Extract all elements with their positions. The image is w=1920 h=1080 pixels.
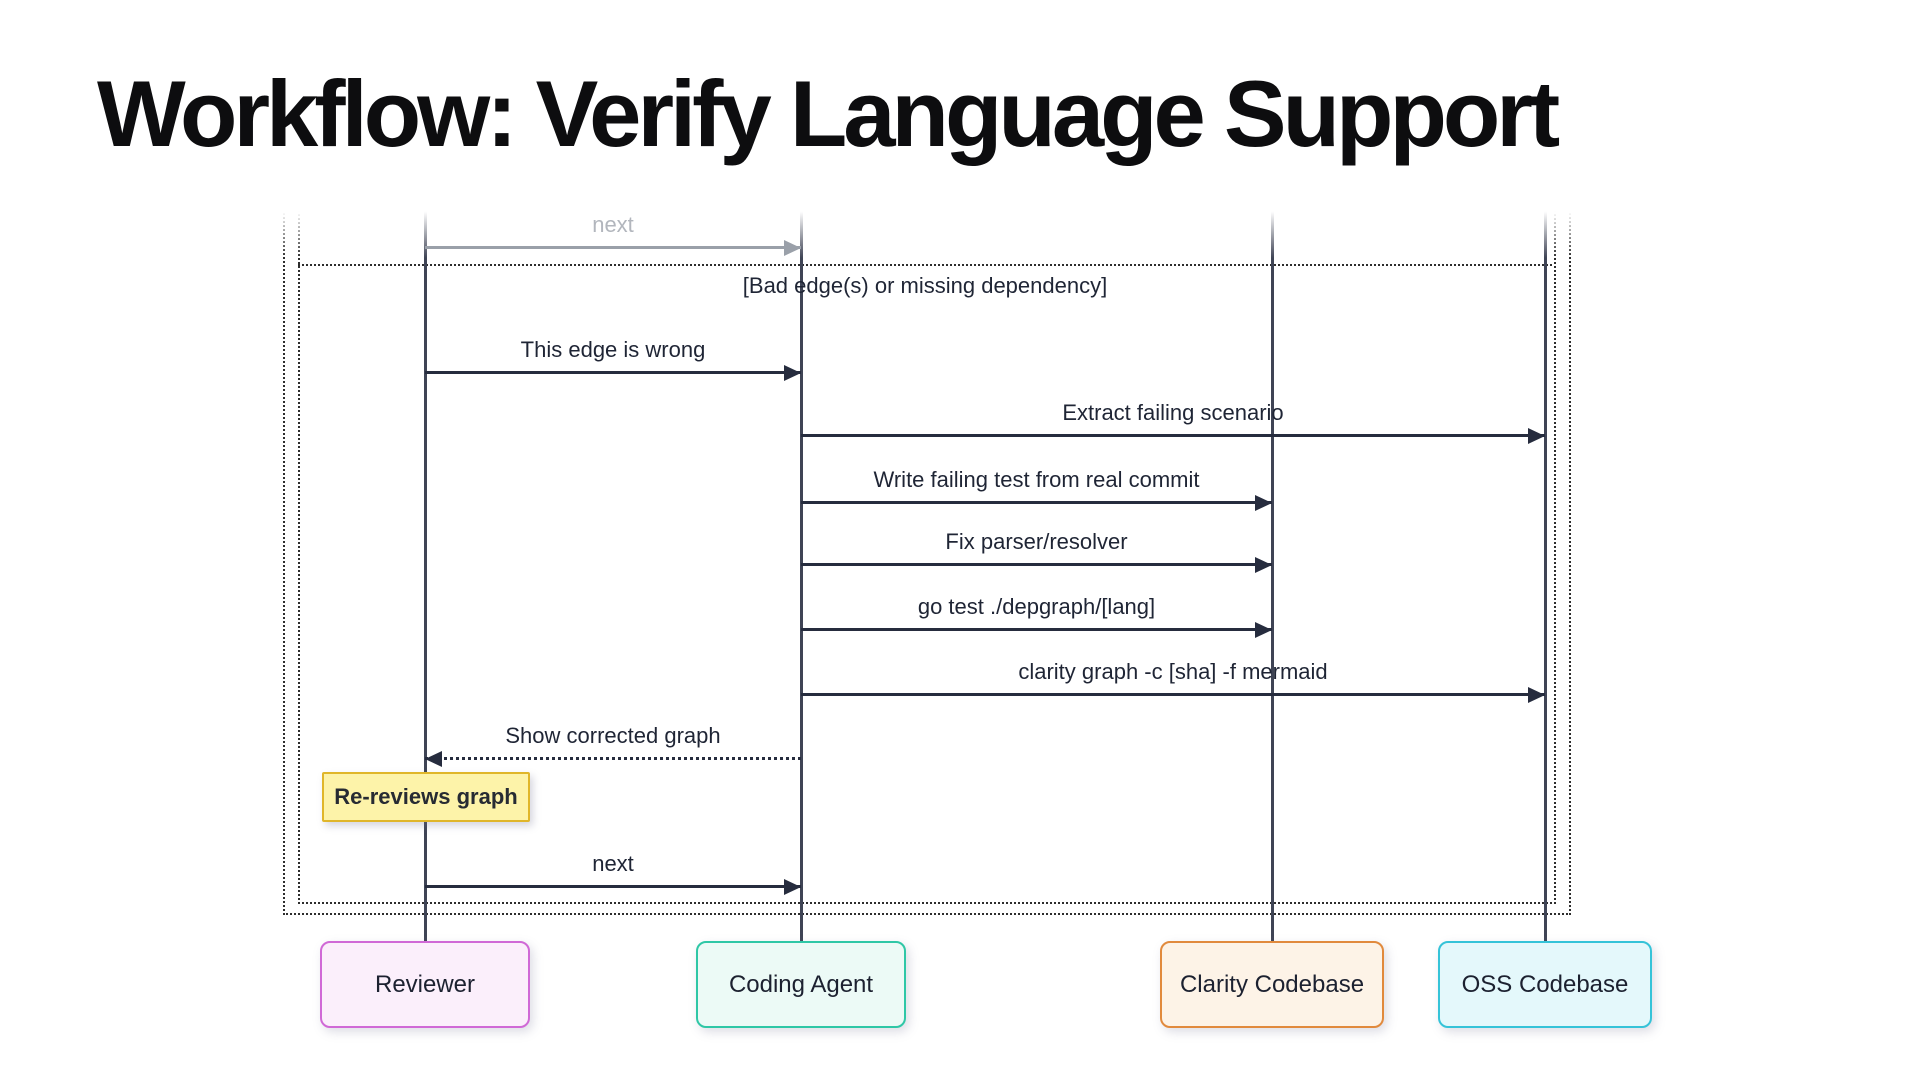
arrowhead-icon bbox=[784, 878, 801, 895]
message-label: Write failing test from real commit bbox=[873, 467, 1200, 492]
lifeline-oss-codebase bbox=[1543, 206, 1547, 941]
arrowhead-icon bbox=[1255, 621, 1272, 638]
message-label: clarity graph -c [sha] -f mermaid bbox=[1018, 659, 1328, 684]
message-label: go test ./depgraph/[lang] bbox=[917, 594, 1156, 619]
slide-title: Workflow: Verify Language Support bbox=[97, 61, 1560, 166]
alt-divider bbox=[298, 264, 1552, 266]
participant-oss-codebase: OSS Codebase bbox=[1438, 941, 1652, 1028]
message-label: This edge is wrong bbox=[520, 337, 706, 362]
message-line bbox=[801, 563, 1272, 566]
lifeline-coding-agent bbox=[799, 206, 803, 941]
participant-label: Coding Agent bbox=[728, 970, 874, 998]
arrowhead-icon bbox=[425, 750, 442, 767]
message-line bbox=[425, 371, 801, 374]
lifeline-clarity-codebase bbox=[1270, 206, 1274, 941]
arrowhead-icon bbox=[1528, 686, 1545, 703]
message-label: next bbox=[592, 212, 634, 237]
message-line bbox=[801, 434, 1545, 437]
message-label: Show corrected graph bbox=[505, 723, 721, 748]
alt-condition-label: [Bad edge(s) or missing dependency] bbox=[742, 273, 1108, 298]
loop-frame bbox=[283, 205, 1571, 915]
participant-clarity-codebase: Clarity Codebase bbox=[1160, 941, 1384, 1028]
participant-label: Reviewer bbox=[374, 970, 476, 998]
lifeline-reviewer bbox=[423, 206, 427, 941]
arrowhead-icon bbox=[1528, 427, 1545, 444]
message-line bbox=[425, 757, 801, 760]
message-label: Extract failing scenario bbox=[1062, 400, 1284, 425]
participant-label: Clarity Codebase bbox=[1179, 970, 1365, 998]
participant-label: OSS Codebase bbox=[1461, 970, 1629, 998]
participant-coding-agent: Coding Agent bbox=[696, 941, 906, 1028]
message-label: Fix parser/resolver bbox=[945, 529, 1128, 554]
arrowhead-icon bbox=[784, 239, 801, 256]
message-line bbox=[801, 501, 1272, 504]
top-fade-overlay bbox=[270, 200, 1600, 258]
message-line bbox=[801, 693, 1545, 696]
message-line bbox=[425, 885, 801, 888]
message-label: next bbox=[592, 851, 634, 876]
message-line bbox=[425, 246, 801, 249]
arrowhead-icon bbox=[1255, 494, 1272, 511]
arrowhead-icon bbox=[1255, 556, 1272, 573]
arrowhead-icon bbox=[784, 364, 801, 381]
participant-reviewer: Reviewer bbox=[320, 941, 530, 1028]
alt-frame bbox=[298, 205, 1556, 904]
message-line bbox=[801, 628, 1272, 631]
note-re-reviews-graph: Re-reviews graph bbox=[322, 772, 530, 822]
